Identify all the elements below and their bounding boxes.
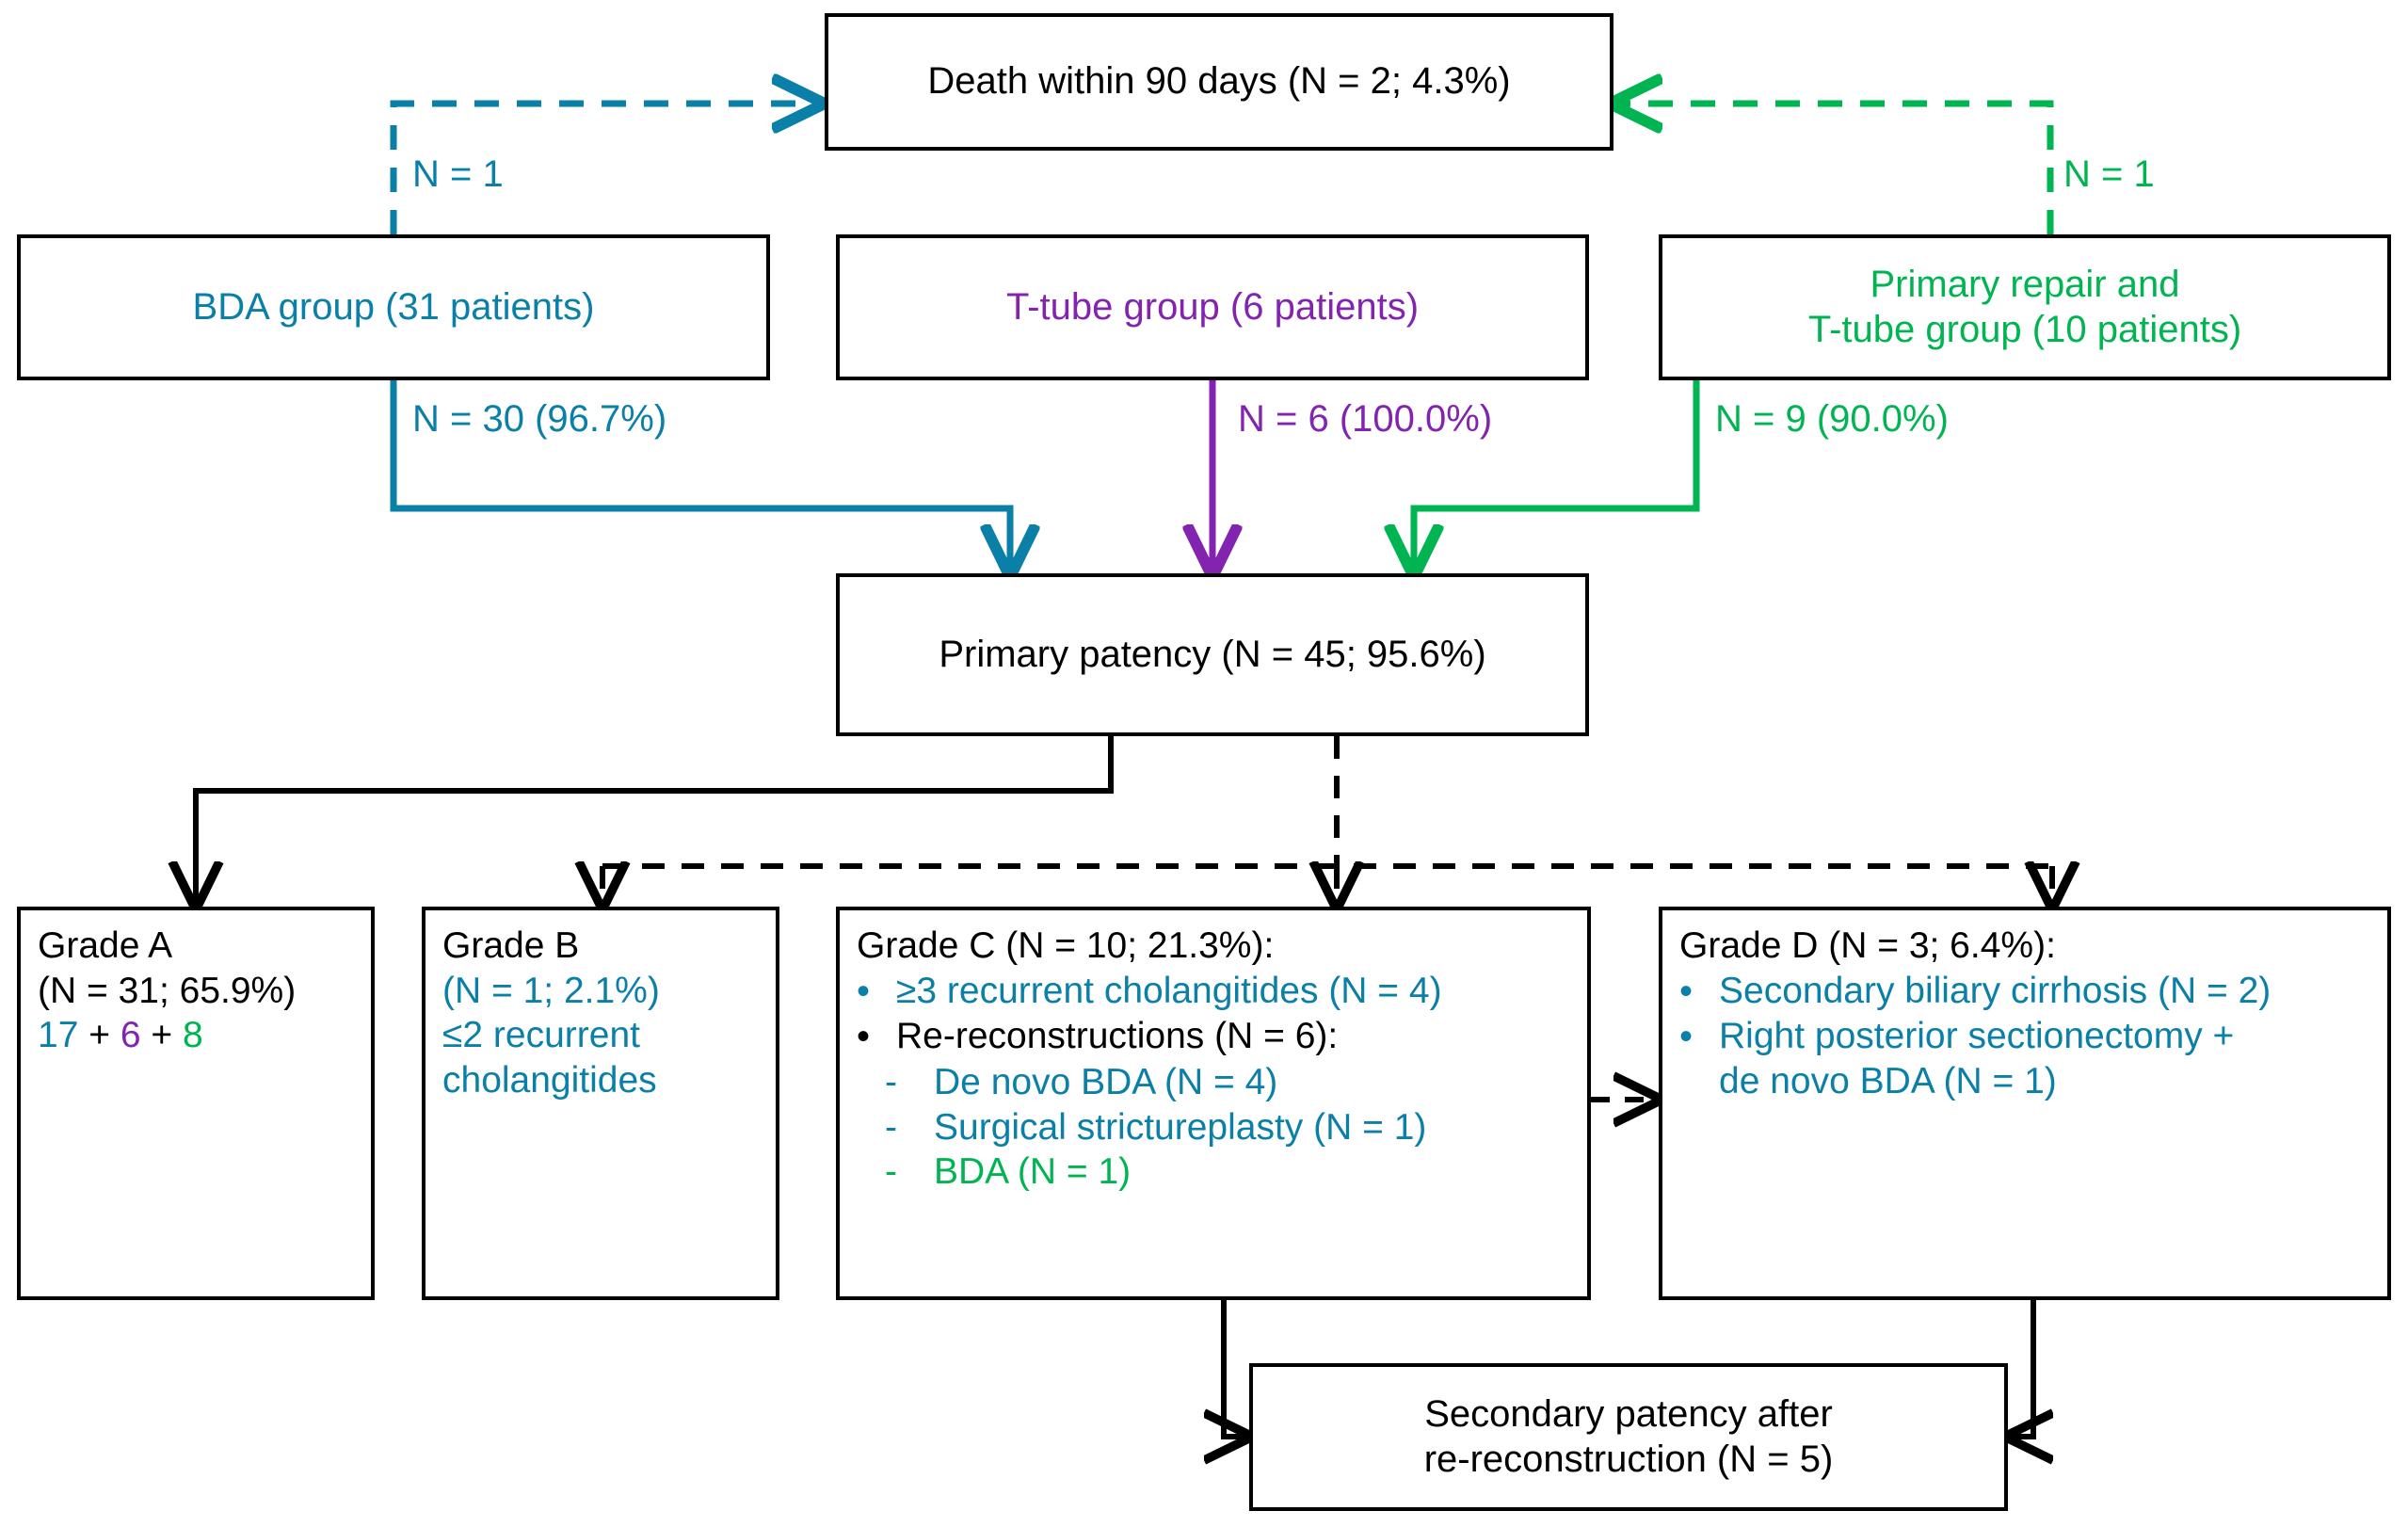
bullet-dot-icon: • — [1679, 1016, 1694, 1058]
grade-c-subitem-1: - De novo BDA (N = 4) — [857, 1060, 1570, 1105]
node-ttube-group[interactable]: T-tube group (6 patients) — [836, 234, 1589, 380]
grade-d-bullet-2: • Right posterior sectionectomy + de nov… — [1679, 1014, 2370, 1103]
node-primary-patency-label: Primary patency (N = 45; 95.6%) — [939, 633, 1486, 675]
grade-b-count: (N = 1; 2.1%) — [442, 970, 660, 1011]
edge-label-ttube-to-patency: N = 6 (100.0%) — [1238, 398, 1493, 440]
edge-grade-c-to-secondary — [1224, 1300, 1249, 1437]
dash-marker-icon: - — [885, 1151, 897, 1193]
edge-patency-to-grade-a — [196, 736, 1114, 907]
grade-a-ttube-count: 6 — [120, 1015, 141, 1056]
node-ttube-group-label: T-tube group (6 patients) — [1005, 285, 1420, 328]
node-bda-group-label: BDA group (31 patients) — [192, 285, 595, 328]
grade-a-primary-repair-count: 8 — [183, 1015, 203, 1056]
node-primary-patency[interactable]: Primary patency (N = 45; 95.6%) — [836, 573, 1589, 736]
node-death-within-90-days[interactable]: Death within 90 days (N = 2; 4.3%) — [825, 13, 1613, 151]
node-primary-repair-group[interactable]: Primary repair and T-tube group (10 pati… — [1659, 234, 2391, 380]
grade-d-bullet-2-line1: Right posterior sectionectomy + — [1719, 1016, 2235, 1057]
bullet-dot-icon: • — [857, 970, 871, 1012]
grade-c-bullet-2-label: Re-reconstructions (N = 6): — [896, 1016, 1339, 1057]
node-primary-repair-line2: T-tube group (10 patients) — [1807, 308, 2242, 350]
grade-c-bullet-1: • ≥3 recurrent cholangitides (N = 4) — [857, 969, 1570, 1015]
node-grade-d[interactable]: Grade D (N = 3; 6.4%): • Secondary bilia… — [1659, 907, 2391, 1300]
node-secondary-patency-label: Secondary patency after re-reconstructio… — [1424, 1392, 1834, 1481]
node-primary-repair-group-label: Primary repair and T-tube group (10 pati… — [1808, 263, 2241, 351]
edge-grade-d-to-secondary — [2008, 1300, 2033, 1437]
grade-d-bullet-1: • Secondary biliary cirrhosis (N = 2) — [1679, 969, 2370, 1015]
bullet-dot-icon: • — [1679, 970, 1694, 1012]
grade-d-bullet-2-line2: de novo BDA (N = 1) — [1719, 1060, 2057, 1101]
grade-c-subitem-2-label: Surgical strictureplasty (N = 1) — [934, 1106, 1427, 1148]
grade-d-bullet-1-label: Secondary biliary cirrhosis (N = 2) — [1719, 970, 2272, 1011]
grade-c-subitem-2: - Surgical strictureplasty (N = 1) — [857, 1105, 1570, 1150]
dash-marker-icon: - — [885, 1062, 897, 1103]
grade-a-plus-1: + — [78, 1015, 120, 1056]
grade-a-plus-2: + — [140, 1015, 183, 1056]
grade-b-detail-line1: ≤2 recurrent — [442, 1015, 640, 1056]
secondary-patency-line2: re-reconstruction (N = 5) — [1423, 1438, 1834, 1480]
grade-b-detail-line2: cholangitides — [442, 1059, 657, 1101]
node-bda-group[interactable]: BDA group (31 patients) — [17, 234, 770, 380]
bullet-dot-icon: • — [857, 1016, 871, 1058]
grade-c-subitem-1-label: De novo BDA (N = 4) — [934, 1062, 1278, 1103]
node-grade-c[interactable]: Grade C (N = 10; 21.3%): • ≥3 recurrent … — [836, 907, 1591, 1300]
grade-c-bullet-1-label: ≥3 recurrent cholangitides (N = 4) — [896, 970, 1442, 1011]
grade-c-subitem-3-label: BDA (N = 1) — [934, 1151, 1132, 1193]
edge-label-primary-repair-to-patency: N = 9 (90.0%) — [1715, 398, 1949, 440]
edge-label-bda-to-patency: N = 30 (96.7%) — [412, 398, 667, 440]
node-grade-a[interactable]: Grade A (N = 31; 65.9%) 17 + 6 + 8 — [17, 907, 375, 1300]
grade-b-title: Grade B — [442, 925, 580, 966]
node-death-label: Death within 90 days (N = 2; 4.3%) — [927, 60, 1511, 103]
edge-label-primary-repair-to-death: N = 1 — [2063, 153, 2155, 195]
grade-a-count: (N = 31; 65.9%) — [38, 970, 297, 1011]
grade-c-subitem-3: - BDA (N = 1) — [857, 1149, 1570, 1195]
secondary-patency-line1: Secondary patency after — [1424, 1393, 1833, 1436]
grade-a-title: Grade A — [38, 925, 173, 966]
edge-label-bda-to-death: N = 1 — [412, 153, 504, 195]
grade-c-bullet-2: • Re-reconstructions (N = 6): — [857, 1014, 1570, 1060]
edge-patency-to-grades-bcd — [602, 736, 2052, 907]
grade-d-bullet-2-label: Right posterior sectionectomy + de novo … — [1719, 1014, 2370, 1103]
dash-marker-icon: - — [885, 1106, 897, 1148]
grade-d-title: Grade D (N = 3; 6.4%): — [1679, 925, 2056, 966]
grade-a-bda-count: 17 — [38, 1015, 79, 1056]
grade-c-title: Grade C (N = 10; 21.3%): — [857, 925, 1275, 966]
node-grade-b[interactable]: Grade B (N = 1; 2.1%) ≤2 recurrent chola… — [422, 907, 779, 1300]
node-primary-repair-line1: Primary repair and — [1870, 264, 2180, 306]
node-secondary-patency[interactable]: Secondary patency after re-reconstructio… — [1249, 1363, 2008, 1511]
grade-a-breakdown: 17 + 6 + 8 — [38, 1013, 203, 1058]
edge-primary-repair-to-death — [1613, 104, 2054, 234]
